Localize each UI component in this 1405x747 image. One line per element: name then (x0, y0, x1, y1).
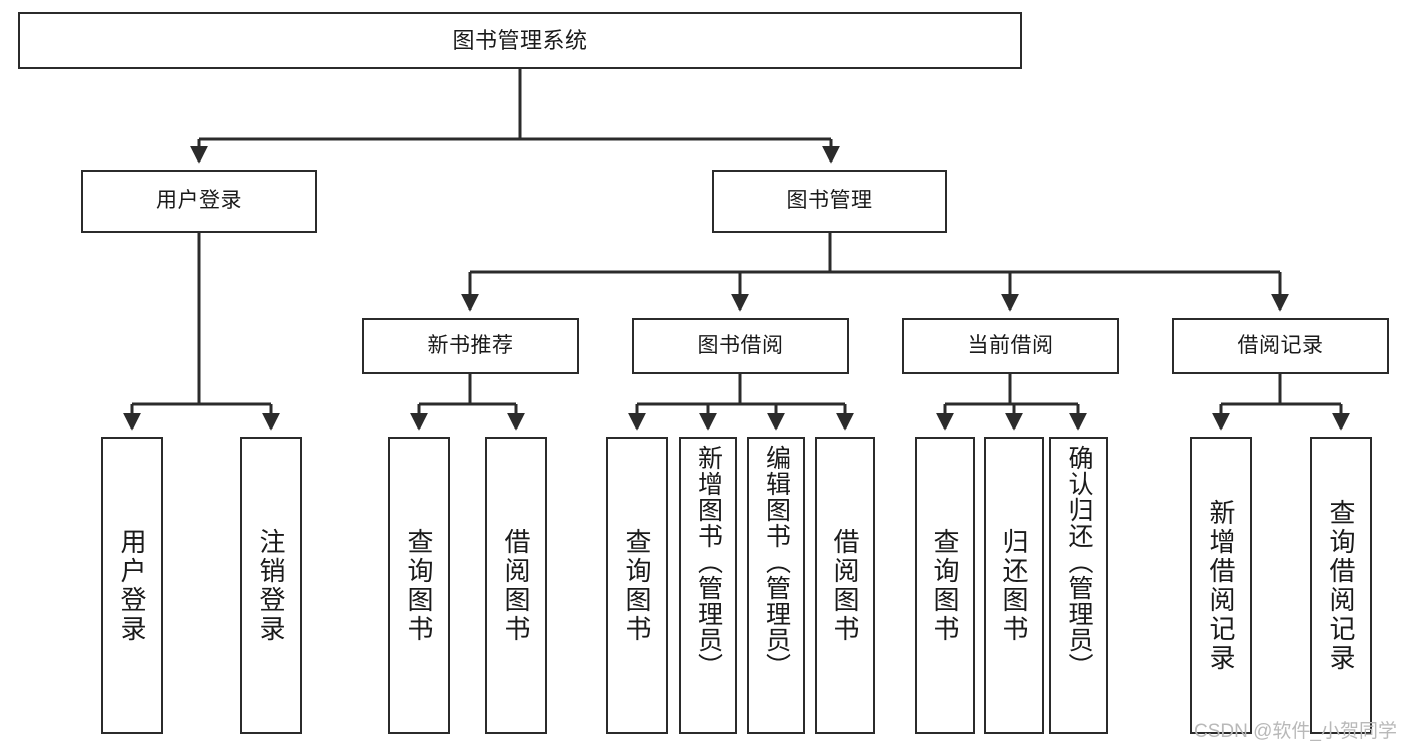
node-book-borrow[interactable]: 图书借阅 (632, 318, 849, 374)
leaf-edit-book-admin-label: 编辑图书（管理员） (762, 445, 791, 679)
node-new-book-recommend[interactable]: 新书推荐 (362, 318, 579, 374)
node-book-management[interactable]: 图书管理 (712, 170, 947, 233)
node-current-borrow-label: 当前借阅 (967, 333, 1054, 357)
leaf-query-book-recommend[interactable]: 查询图书 (388, 437, 450, 734)
watermark: CSDN @软件_小贺同学 (1194, 721, 1397, 742)
leaf-user-login[interactable]: 用户登录 (101, 437, 163, 734)
node-borrow-record[interactable]: 借阅记录 (1172, 318, 1389, 374)
leaf-query-book-current[interactable]: 查询图书 (915, 437, 975, 734)
node-current-borrow[interactable]: 当前借阅 (902, 318, 1119, 374)
leaf-confirm-return-admin-label: 确认归还（管理员） (1065, 445, 1093, 679)
leaf-add-book-admin-label: 新增图书（管理员） (694, 445, 723, 679)
node-user-login-label: 用户登录 (156, 189, 242, 213)
leaf-add-book-admin[interactable]: 新增图书（管理员） (679, 437, 737, 734)
node-user-login[interactable]: 用户登录 (81, 170, 317, 233)
leaf-add-borrow-record-label: 新增借阅记录 (1206, 498, 1236, 673)
leaf-borrow-book-label: 借阅图书 (830, 527, 860, 644)
leaf-edit-book-admin[interactable]: 编辑图书（管理员） (747, 437, 805, 734)
leaf-add-borrow-record[interactable]: 新增借阅记录 (1190, 437, 1252, 734)
node-book-borrow-label: 图书借阅 (697, 333, 784, 357)
node-new-book-recommend-label: 新书推荐 (427, 333, 514, 357)
leaf-query-book-current-label: 查询图书 (930, 527, 960, 644)
leaf-user-login-label: 用户登录 (117, 527, 147, 644)
leaf-logout-label: 注销登录 (256, 527, 286, 644)
leaf-borrow-book[interactable]: 借阅图书 (815, 437, 875, 734)
leaf-query-book-recommend-label: 查询图书 (404, 527, 434, 644)
leaf-query-borrow-record[interactable]: 查询借阅记录 (1310, 437, 1372, 734)
leaf-query-book-borrow-label: 查询图书 (622, 527, 652, 644)
node-root[interactable]: 图书管理系统 (18, 12, 1022, 69)
leaf-logout[interactable]: 注销登录 (240, 437, 302, 734)
leaf-confirm-return-admin[interactable]: 确认归还（管理员） (1049, 437, 1108, 734)
leaf-borrow-book-recommend-label: 借阅图书 (501, 527, 531, 644)
leaf-borrow-book-recommend[interactable]: 借阅图书 (485, 437, 547, 734)
node-book-management-label: 图书管理 (786, 189, 873, 213)
node-borrow-record-label: 借阅记录 (1237, 333, 1324, 357)
leaf-query-borrow-record-label: 查询借阅记录 (1326, 498, 1356, 673)
leaf-return-book-label: 归还图书 (999, 527, 1029, 644)
leaf-query-book-borrow[interactable]: 查询图书 (606, 437, 668, 734)
leaf-return-book[interactable]: 归还图书 (984, 437, 1044, 734)
node-root-label: 图书管理系统 (452, 27, 588, 53)
